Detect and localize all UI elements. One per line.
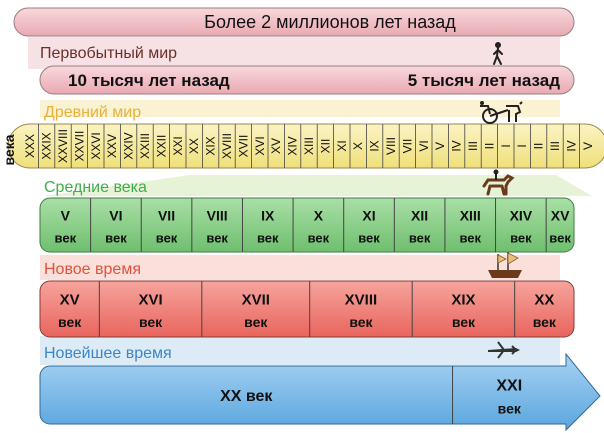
ancient-century-label: XXIII [138,133,152,159]
ancient-century-label: XXVIII [56,129,70,163]
century-numeral: IX [261,208,275,224]
century-numeral: XV [60,292,80,309]
ancient-century-label: I [515,144,529,147]
century-word: век [139,314,163,330]
century-word: век [498,401,522,417]
century-numeral: XI [362,208,375,224]
newest-band: XX век XXI век [39,352,601,432]
century-word: век [58,314,82,330]
century-numeral: V [61,208,71,224]
ancient-century-label: III [466,141,480,151]
ancient-century-label: XXVII [72,131,86,162]
ancient-century-label: XVI [253,136,267,155]
ancient-century-label: I [499,144,513,147]
century-numeral: XVIII [345,292,378,309]
ancient-century-label: XIV [286,136,300,155]
century-numeral: XX [534,292,554,309]
century-word: век [55,230,77,245]
section-title-new: Новое время [44,261,141,278]
ancient-century-label: XVII [236,135,250,158]
ancient-century-label: IV [564,140,578,151]
century-numeral: XIX [451,292,475,309]
ancient-century-label: XX [187,138,201,154]
ancient-century-label: V [433,142,447,150]
century-word: век [459,230,481,245]
connector-middle-new [40,255,560,280]
century-word: век [257,230,279,245]
century-numeral: VII [158,208,175,224]
century-word: век [549,230,571,245]
ancient-century-label: X [351,142,365,150]
ancient-side-label: века [1,134,17,165]
connector-top-primitive [28,37,560,69]
century-word: век [409,230,431,245]
ancient-century-label: XV [269,138,283,154]
ancient-century-label: II [482,143,496,150]
horse-rider-icon [482,169,515,196]
airplane-icon [488,341,520,359]
century-word: век [452,314,476,330]
section-title-middle: Средние века [44,179,147,196]
ancient-century-label: XXIX [40,132,54,159]
century-numeral: XVII [242,292,270,309]
primitive-band: 10 тысяч лет назад 5 тысяч лет назад [39,65,575,95]
connector-new-newest [40,336,560,365]
century-word: век [533,314,557,330]
century-word: век [358,230,380,245]
primitive-band-left-label: 10 тысяч лет назад [68,71,230,90]
century-numeral: VI [109,208,122,224]
section-title-newest: Новейшее время [44,345,172,362]
ancient-century-label: XXII [154,135,168,158]
century-word: век [308,230,330,245]
century-word: век [510,230,532,245]
century-numeral: XII [411,208,428,224]
century-cell-label: XX век [220,388,273,405]
walking-man-icon [493,42,503,65]
ancient-century-label: XXVI [89,132,103,159]
century-numeral: XIII [460,208,481,224]
century-numeral: XXI [496,377,522,394]
ancient-century-label: V [581,142,595,150]
ancient-century-label: XIX [204,136,218,155]
primitive-band-right-label: 5 тысяч лет назад [408,71,560,90]
ancient-century-label: XI [335,140,349,151]
ancient-century-label: XIII [302,137,316,155]
ancient-century-label: XXI [171,136,185,155]
top-band: Более 2 миллионов лет назад [13,7,575,37]
ancient-century-label: VI [417,140,431,151]
century-numeral: XV [551,208,570,224]
century-numeral: VIII [207,208,228,224]
century-numeral: XIV [510,208,533,224]
sailing-ship-icon [488,252,522,278]
new-band: XV век XVI век XVII век XVIII век XIX век XX век [39,280,575,338]
ancient-century-label: XII [318,139,332,154]
century-word: век [156,230,178,245]
century-numeral: X [314,208,324,224]
ancient-century-label: VII [400,139,414,154]
section-title-ancient: Древний мир [44,104,141,121]
top-band-label: Более 2 миллионов лет назад [204,12,456,32]
ancient-century-label: XXIV [122,132,136,159]
connector-ancient-middle [44,175,592,196]
century-word: век [206,230,228,245]
century-word: век [105,230,127,245]
ancient-century-label: VIII [384,137,398,155]
ancient-century-label: XVIII [220,133,234,159]
ancient-century-label: IV [450,140,464,151]
section-title-primitive: Первобытный мир [40,45,177,62]
ancient-century-label: XXX [23,134,37,158]
century-word: век [349,314,373,330]
century-numeral: XVI [138,292,162,309]
ancient-century-label: II [532,143,546,150]
century-word: век [244,314,268,330]
chariot-icon [480,101,523,124]
connector-primitive-ancient [40,100,560,117]
ancient-century-label: XXV [105,134,119,158]
ancient-century-label: III [548,141,562,151]
ancient-century-label: IX [368,140,382,151]
